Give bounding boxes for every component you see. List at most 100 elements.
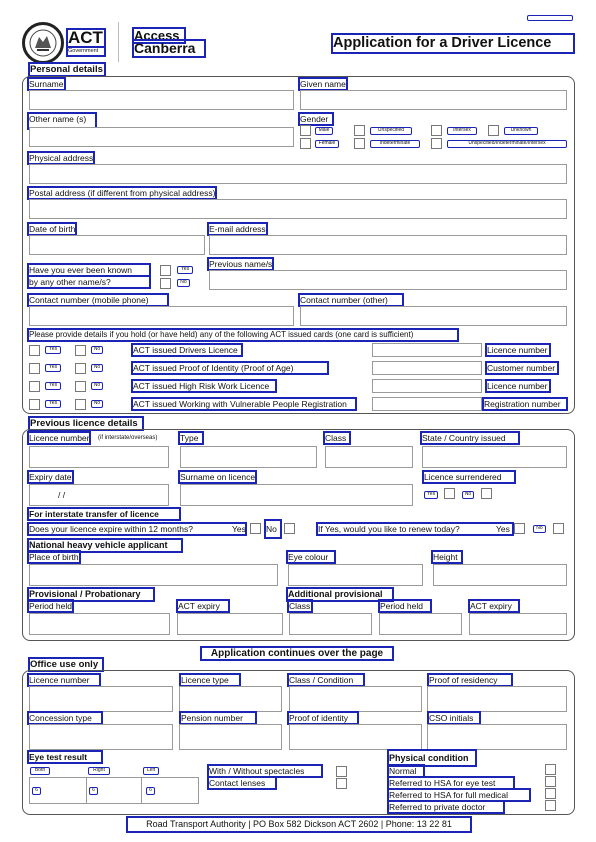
dob-field[interactable] [29, 235, 205, 255]
eye-colour-field[interactable] [288, 564, 423, 586]
gender-intersex-checkbox[interactable] [431, 125, 442, 136]
prev-surrendered-no-checkbox[interactable] [481, 488, 492, 499]
contact-mobile-field[interactable] [29, 306, 294, 326]
act-expiry-field-2[interactable] [469, 613, 567, 635]
office-proof-residency-label: Proof of residency [427, 673, 513, 687]
office-class-condition-label: Class / Condition [287, 673, 365, 687]
surname-field[interactable] [29, 90, 294, 110]
interstate-transfer-heading: For interstate transfer of licence [27, 507, 181, 521]
gender-unknown-checkbox[interactable] [488, 125, 499, 136]
postal-address-field[interactable] [29, 199, 567, 219]
prev-expiry-field[interactable] [29, 484, 169, 506]
known-by-yes-checkbox[interactable] [160, 265, 171, 276]
office-concession-field[interactable] [29, 724, 173, 750]
office-class-condition-field[interactable] [289, 686, 422, 712]
eye-right-label: Right [88, 767, 110, 775]
height-field[interactable] [433, 564, 567, 586]
eye-right-6-label: 6 [89, 787, 98, 795]
office-pension-label: Pension number [179, 711, 257, 725]
prev-type-field[interactable] [180, 446, 317, 468]
gender-male-checkbox[interactable] [300, 125, 311, 136]
card-3-yes-label: Yes [45, 382, 61, 390]
other-name-field[interactable] [29, 127, 294, 147]
office-licence-type-label: Licence type [179, 673, 241, 687]
card-2-label: ACT issued Proof of Identity (Proof of A… [131, 361, 329, 375]
known-by-question-1: Have you ever been known [27, 263, 151, 277]
card-1-no-label: No [91, 346, 103, 354]
office-use-heading: Office use only [28, 657, 104, 672]
period-held-label-2: Period held [378, 599, 432, 613]
gender-intersex-label: Intersex [447, 127, 477, 135]
given-name-field[interactable] [300, 90, 567, 110]
card-3-number-field[interactable] [372, 379, 482, 393]
eye-both-label: Both [30, 767, 50, 775]
card-4-yes-checkbox[interactable] [29, 399, 40, 410]
card-4-number-field[interactable] [372, 397, 482, 411]
hsa-eye-checkbox[interactable] [545, 776, 556, 787]
prev-expiry-label: Expiry date [27, 470, 74, 484]
hsa-medical-checkbox[interactable] [545, 788, 556, 799]
renew-yes-checkbox[interactable] [514, 523, 525, 534]
canberra-wordmark: Canberra [132, 39, 206, 58]
eye-test-divider-2 [141, 777, 142, 804]
form-title: Application for a Driver Licence [331, 33, 575, 54]
spectacles-label: With / Without spectacles [207, 764, 323, 778]
card-2-no-checkbox[interactable] [75, 363, 86, 374]
card-1-no-checkbox[interactable] [75, 345, 86, 356]
gender-female-checkbox[interactable] [300, 138, 311, 149]
contact-lenses-checkbox[interactable] [336, 778, 347, 789]
card-4-no-label: No [91, 400, 103, 408]
card-3-label: ACT issued High Risk Work Licence [131, 379, 277, 393]
normal-checkbox[interactable] [545, 764, 556, 775]
physical-address-field[interactable] [29, 164, 567, 184]
card-1-number-field[interactable] [372, 343, 482, 357]
office-pension-field[interactable] [179, 724, 282, 750]
expire-no-checkbox[interactable] [284, 523, 295, 534]
renew-no-label: No [533, 525, 546, 533]
card-3-no-checkbox[interactable] [75, 381, 86, 392]
card-4-no-checkbox[interactable] [75, 399, 86, 410]
prev-surrendered-yes-label: Yes [424, 491, 438, 499]
office-licence-type-field[interactable] [179, 686, 282, 712]
private-doctor-checkbox[interactable] [545, 800, 556, 811]
additional-class-field[interactable] [289, 613, 372, 635]
prev-surrendered-yes-checkbox[interactable] [444, 488, 455, 499]
gender-indeterminate-checkbox[interactable] [354, 138, 365, 149]
renew-no-checkbox[interactable] [553, 523, 564, 534]
card-3-no-label: No [91, 382, 103, 390]
known-by-yes-label: Yes [177, 266, 193, 274]
given-name-label: Given name [298, 77, 348, 91]
office-proof-identity-field[interactable] [289, 724, 422, 750]
gender-combined-checkbox[interactable] [431, 138, 442, 149]
expire-yes-checkbox[interactable] [250, 523, 261, 534]
known-by-no-checkbox[interactable] [160, 278, 171, 289]
period-held-field-1[interactable] [29, 613, 170, 635]
renew-yes-label: Yes [496, 524, 510, 534]
prev-class-field[interactable] [325, 446, 413, 468]
gender-unspecified-checkbox[interactable] [354, 125, 365, 136]
card-2-number-field[interactable] [372, 361, 482, 375]
gender-female-label: Female [315, 140, 339, 148]
card-2-yes-checkbox[interactable] [29, 363, 40, 374]
contact-other-field[interactable] [300, 306, 567, 326]
office-cso-field[interactable] [427, 724, 567, 750]
prev-state-field[interactable] [422, 446, 567, 468]
email-field[interactable] [209, 235, 567, 255]
eye-test-divider-1 [86, 777, 87, 804]
card-2-no-label: No [91, 364, 103, 372]
card-1-yes-checkbox[interactable] [29, 345, 40, 356]
place-of-birth-field[interactable] [29, 564, 278, 586]
prev-surname-field[interactable] [180, 484, 413, 506]
period-held-field-2[interactable] [379, 613, 462, 635]
spectacles-checkbox[interactable] [336, 766, 347, 777]
card-3-yes-checkbox[interactable] [29, 381, 40, 392]
card-3-number-label: Licence number [485, 379, 551, 393]
footer-contact: Road Transport Authority | PO Box 582 Di… [126, 816, 472, 833]
previous-names-field[interactable] [209, 270, 567, 290]
office-proof-residency-field[interactable] [427, 686, 567, 712]
office-licence-number-field[interactable] [29, 686, 173, 712]
contact-lenses-label: Contact lenses [207, 776, 277, 790]
act-expiry-field-1[interactable] [177, 613, 283, 635]
prev-licence-number-field[interactable] [29, 446, 169, 468]
office-use-panel [22, 670, 575, 815]
